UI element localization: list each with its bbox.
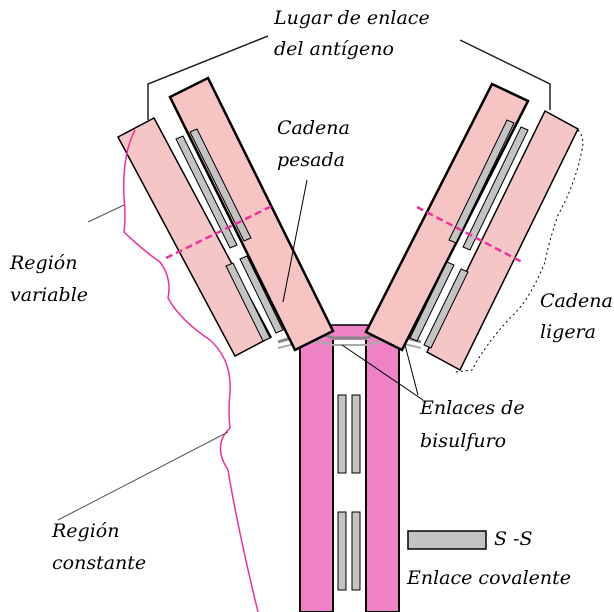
variable-region-leader bbox=[88, 205, 124, 222]
disulfide-leader-2 bbox=[405, 345, 418, 395]
disulfide-label-line2: bisulfuro bbox=[420, 429, 506, 454]
constant-region-leader bbox=[58, 432, 228, 520]
disulfide-label-line1: Enlaces de bbox=[420, 396, 525, 421]
variable-region-label-line2: variable bbox=[10, 283, 88, 308]
constant-region-label-line1: Región bbox=[52, 519, 119, 544]
legend-bond-symbol bbox=[408, 531, 486, 549]
constant-region-label-line2: constante bbox=[52, 551, 146, 576]
light-chain-label-line1: Cadena bbox=[540, 289, 613, 314]
stem-right-heavy-chain bbox=[366, 335, 399, 612]
stem-bond-4 bbox=[352, 512, 360, 590]
variable-region-label-line1: Región bbox=[10, 251, 77, 276]
legend-symbol-text: S -S bbox=[494, 527, 533, 552]
stem-bond-3 bbox=[338, 512, 346, 590]
antigen-site-label-line1: Lugar de enlace bbox=[274, 6, 430, 31]
light-chain-label-line2: ligera bbox=[540, 320, 596, 345]
stem-bond-1 bbox=[338, 395, 346, 473]
heavy-chain-label-line1: Cadena bbox=[277, 116, 350, 141]
antigen-site-label-line2: del antígeno bbox=[274, 37, 394, 62]
legend-caption: Enlace covalente bbox=[407, 566, 571, 591]
stem-left-heavy-chain bbox=[300, 335, 333, 612]
heavy-chain-label-line2: pesada bbox=[277, 148, 345, 173]
stem-bond-2 bbox=[352, 395, 360, 473]
